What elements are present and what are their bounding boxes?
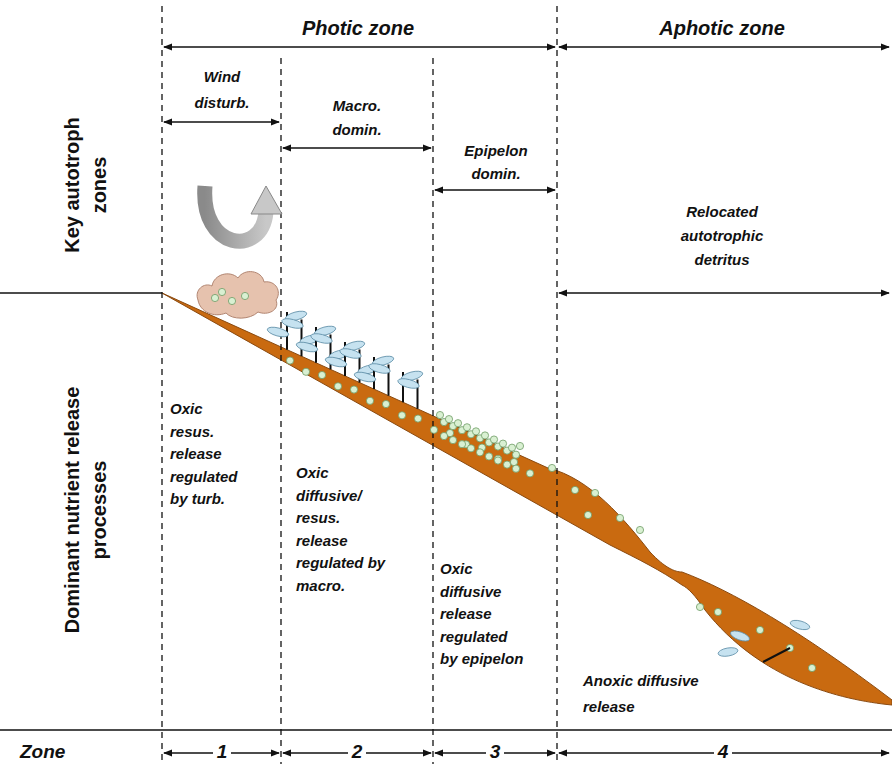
nutrient-particles [211, 288, 815, 671]
row-heading: Dominant nutrient release processes [58, 368, 112, 653]
zone-number: 4 [714, 741, 733, 764]
zone-number: 3 [486, 741, 505, 764]
nutrient-particle [318, 371, 325, 378]
wind-arrow [205, 186, 282, 241]
macrophyte-leaf [353, 370, 376, 383]
macrophyte-leaf [324, 355, 347, 368]
nutrient-particle [548, 464, 555, 471]
macrophyte-leaf [339, 347, 362, 360]
zone-heading: Photic zone [248, 16, 468, 40]
nutrient-particle [494, 457, 501, 464]
nutrient-particle [526, 470, 533, 477]
nutrient-particle [696, 603, 703, 610]
nutrient-particle [286, 357, 293, 364]
detritus-leaf [789, 619, 810, 632]
nutrient-particle [430, 426, 437, 433]
nutrient-particle [756, 626, 763, 633]
autotroph-zone-label: Macro. domin. [321, 94, 393, 142]
nutrient-particle [445, 416, 452, 423]
macrophytes [266, 309, 423, 409]
debris-stick [763, 648, 790, 662]
autotroph-zone-label: Wind disturb. [181, 64, 263, 117]
nutrient-particle [512, 465, 519, 472]
zone-number: 2 [348, 741, 367, 764]
nutrient-particle [508, 444, 515, 451]
macrophyte-leaf [397, 377, 420, 390]
nutrient-particle [591, 489, 598, 496]
sediment-profile [162, 293, 892, 705]
nutrient-particle [454, 420, 461, 427]
nutrient-particle [228, 297, 235, 304]
nutrient-particle [241, 292, 248, 299]
macrophyte-leaf [368, 362, 391, 375]
nutrient-particle [503, 461, 510, 468]
nutrient-particle [808, 664, 815, 671]
nutrient-particle [516, 442, 523, 449]
zone-number: 1 [213, 741, 232, 764]
nutrient-particle [472, 428, 479, 435]
nutrient-particle [382, 400, 389, 407]
macrophyte-leaf [266, 325, 289, 338]
nutrient-particle [366, 397, 373, 404]
nutrient-particle [218, 288, 225, 295]
process-label: Oxic diffusive/ resus. release regulated… [296, 462, 390, 597]
nutrient-particle [302, 368, 309, 375]
process-label: Oxic resus. release regulated by turb. [170, 398, 250, 511]
nutrient-particle [467, 445, 474, 452]
row-heading: Key autotroph zones [58, 103, 112, 268]
nutrient-particle [485, 453, 492, 460]
nutrient-particle [436, 411, 443, 418]
nutrient-particle [334, 383, 341, 390]
nutrient-particle [490, 436, 497, 443]
process-label: Anoxic diffusive release [583, 668, 723, 719]
nutrient-particle [571, 486, 578, 493]
nutrient-particle [636, 526, 643, 533]
zone-heading: Aphotic zone [612, 16, 832, 40]
nutrient-particle [714, 608, 721, 615]
row-heading: Zone [20, 741, 90, 764]
nutrient-particle [499, 440, 506, 447]
nutrient-particle [458, 441, 465, 448]
nutrient-particle [463, 424, 470, 431]
resuspension-cloud [197, 272, 278, 319]
nutrient-particle [440, 432, 447, 439]
nutrient-particle [584, 511, 591, 518]
macrophyte-leaf [281, 317, 304, 330]
nutrient-particle [476, 449, 483, 456]
nutrient-particle [398, 412, 405, 419]
nutrient-particle [350, 386, 357, 393]
nutrient-particle [616, 514, 623, 521]
autotroph-zone-label: Epipelon domin. [454, 140, 538, 185]
detritus-leaf [729, 629, 751, 643]
nutrient-particle [414, 415, 421, 422]
macrophyte-leaf [310, 332, 333, 345]
nutrient-particle [211, 294, 218, 301]
nutrient-particle [510, 458, 517, 465]
range-arrows [164, 47, 889, 753]
frame-lines [0, 293, 892, 730]
macrophyte-leaf [295, 340, 318, 353]
nutrient-particle [449, 437, 456, 444]
detritus-leaf [717, 646, 738, 657]
nutrient-particle [481, 432, 488, 439]
process-label: Oxic diffusive release regulated by epip… [440, 558, 524, 671]
autotroph-zone-label: Relocated autotrophic detritus [666, 200, 778, 272]
nutrient-particle [512, 451, 519, 458]
zone-dividers [162, 6, 557, 764]
